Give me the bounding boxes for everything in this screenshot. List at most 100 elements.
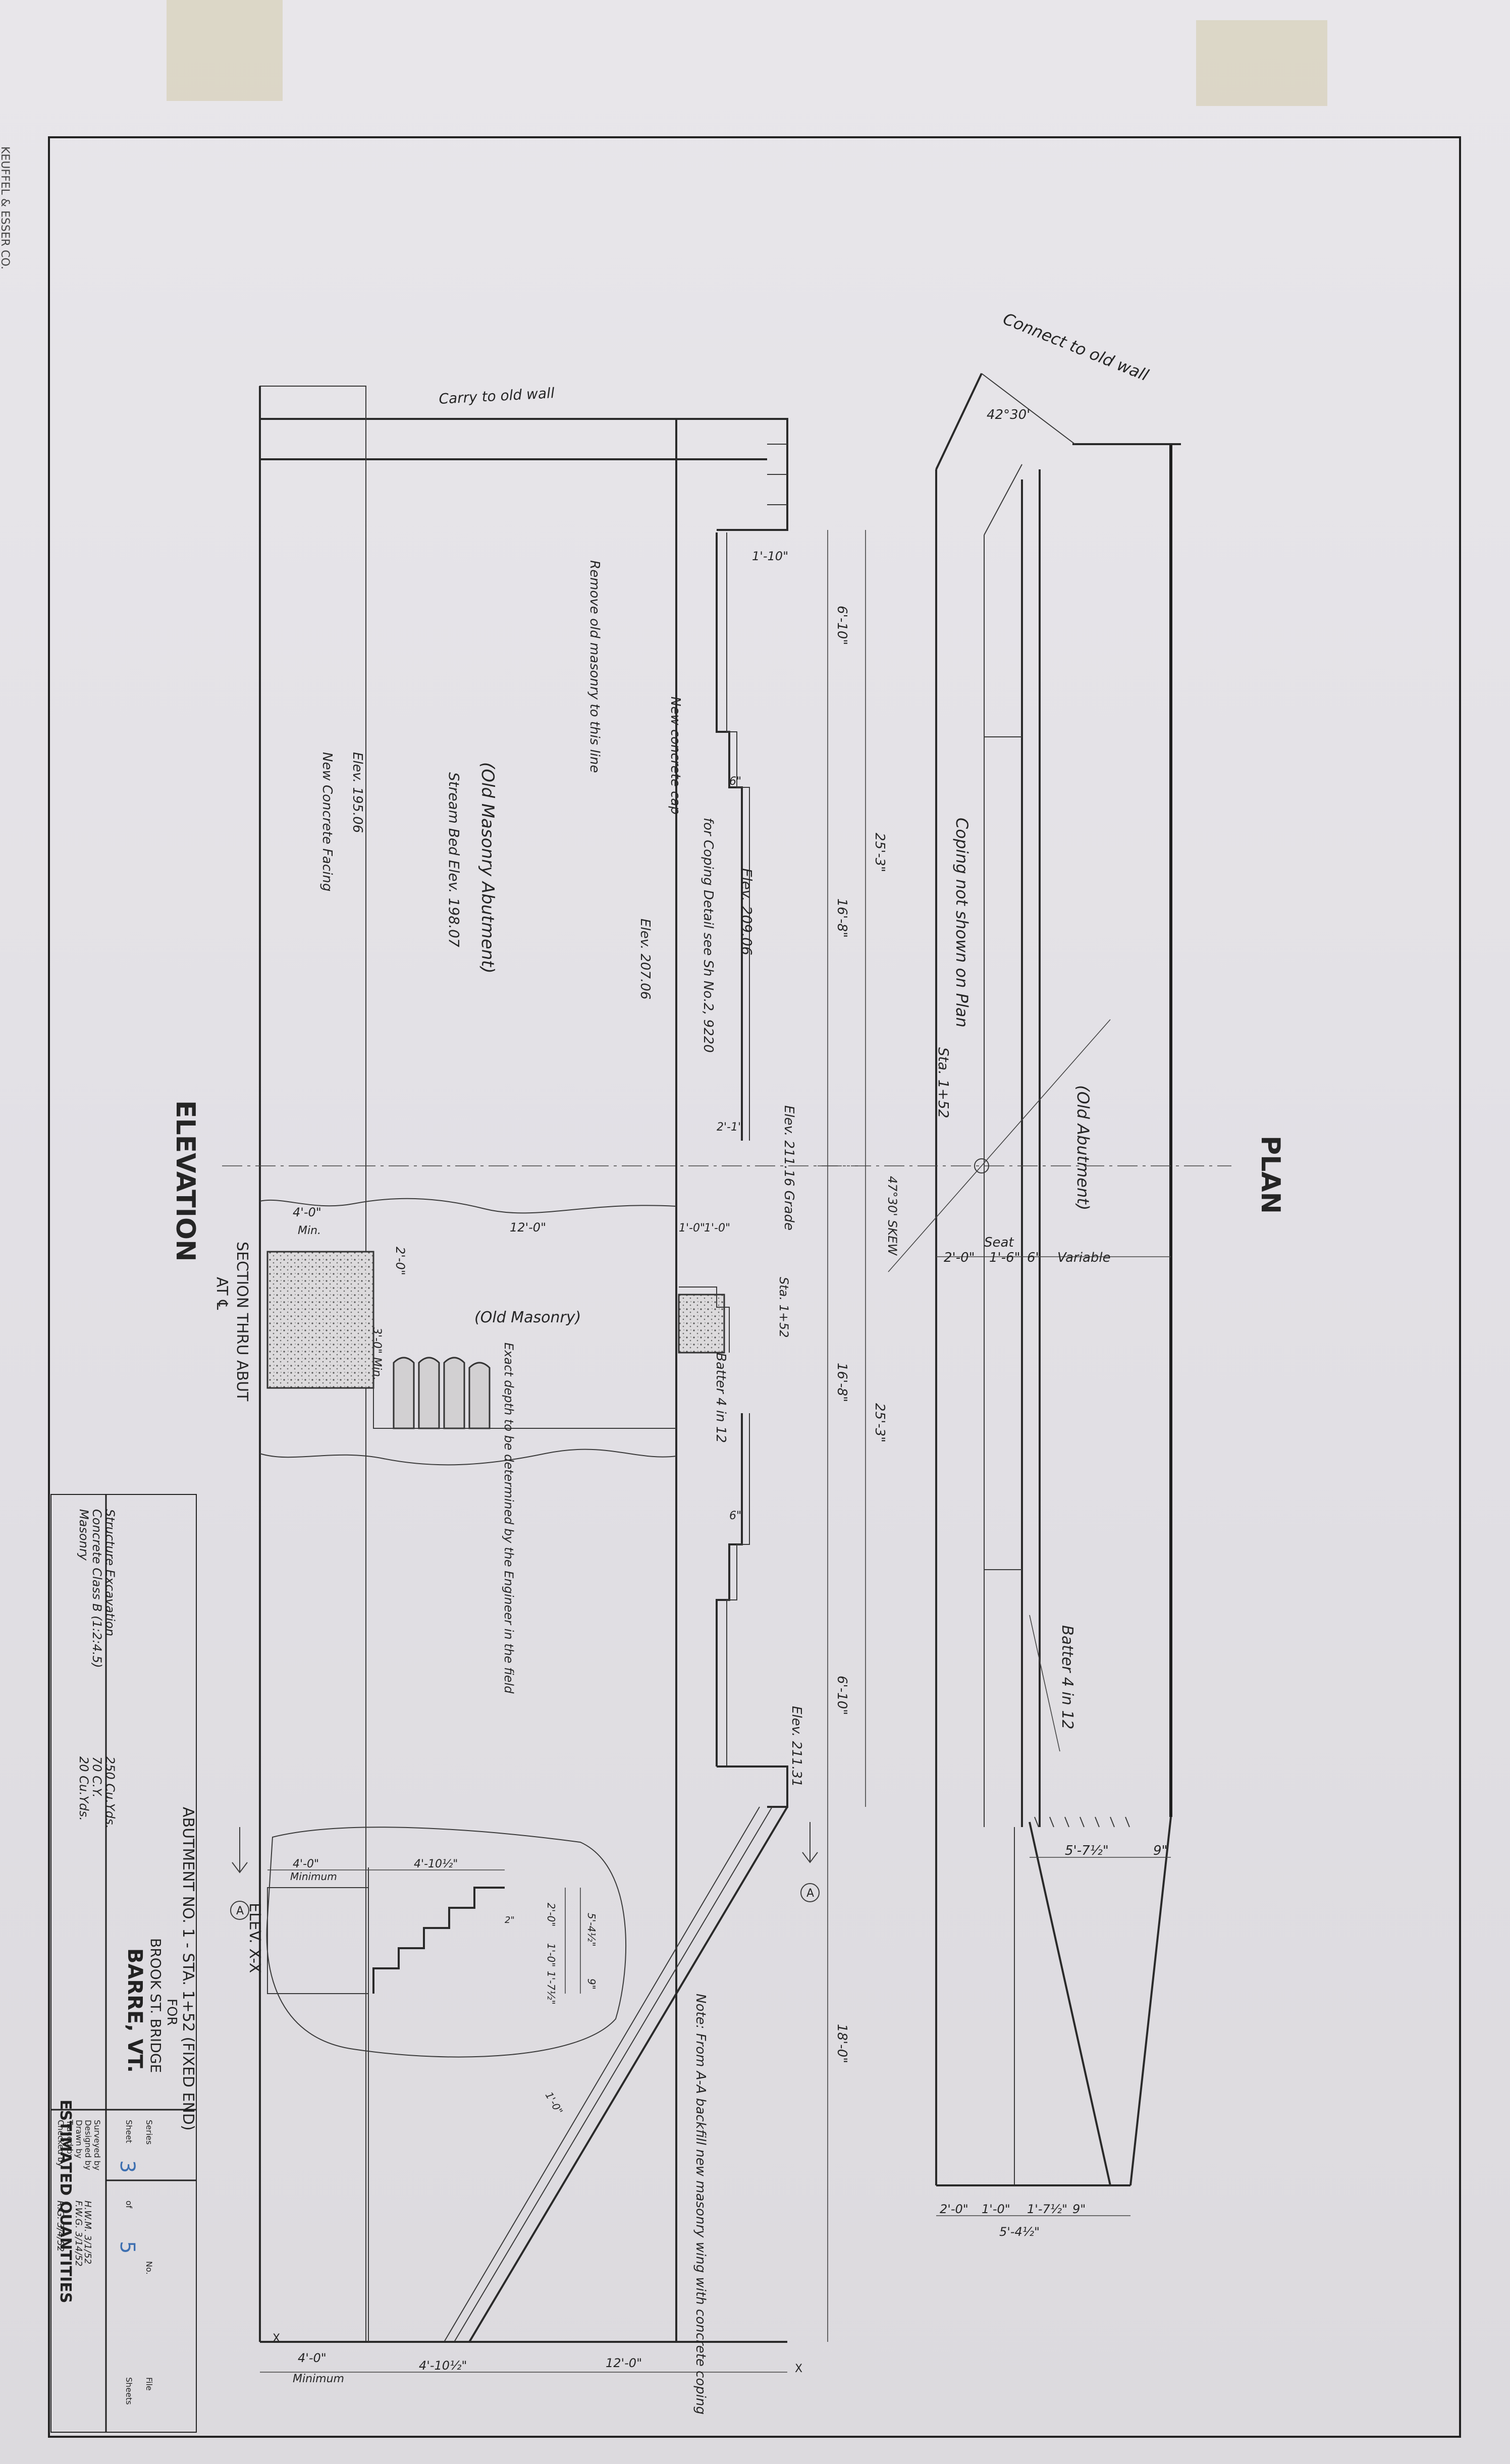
quantities-row-2-item: Concrete Class B (1:2:4.5) [90, 1509, 104, 1668]
section-a-label-bottom: A [806, 1887, 814, 1900]
elev-211-31: Elev. 211.31 [789, 1706, 804, 1787]
title-block-frame [50, 1494, 197, 2433]
elev-stepped-face-top [716, 532, 743, 1141]
section-a-arrow-bottom [802, 1822, 818, 1863]
plan-line-top2 [981, 373, 1075, 445]
elev-dim-mid-1: 4'-0" [293, 1205, 321, 1219]
quantities-row-3-item: Structure Excavation [103, 1509, 117, 1636]
elev-dim-mid-2: Min. [298, 1224, 321, 1237]
elev-xx-dim-6: 1'-7½" [545, 1971, 557, 2005]
elev-xx-block [267, 1887, 369, 1994]
elev-dim-mid-6: 2'-0" [393, 1247, 407, 1275]
section-a-marker-bottom [800, 1883, 820, 1902]
plan-old-abutment: (Old Abutment) [1073, 1085, 1093, 1210]
elev-old-masonry-abutment: (Old Masonry Abutment) [477, 762, 498, 974]
quantities-row-2-qty: 70 C.Y. [90, 1756, 104, 1798]
elev-dim-low-3: 6'-10" [834, 1676, 849, 1715]
title-line-1: ABUTMENT NO. 1 - STA. 1+52 (FIXED END) [179, 1807, 197, 2131]
elev-dim-mid-4: 1'-0" [679, 1222, 705, 1235]
elev-xx-dim-8: 9" [585, 1978, 598, 1990]
traced-label: Traced by [65, 2120, 75, 2159]
elev-stepped-face-bottom2 [726, 1413, 750, 1766]
quantities-row-1-item: Masonry [77, 1509, 91, 1561]
elev-carry-old-wall: Carry to old wall [439, 385, 555, 407]
elevation-title: ELEVATION [170, 1100, 200, 1262]
plan-dim-2-0: 2'-0" [944, 1250, 975, 1265]
series-label: Series [144, 2120, 154, 2145]
drawn-label: Drawn by [74, 2120, 84, 2159]
elev-dim-low-1: 16'-8" [834, 1363, 849, 1402]
elev-207: Elev. 207.06 [637, 919, 653, 999]
sheet-label: Sheet [124, 2120, 134, 2144]
elev-stepped-face-top2 [726, 532, 750, 1141]
elev-stepped-face-bottom [716, 1413, 743, 1766]
elev-break-top [259, 1198, 677, 1214]
plan-seat: Seat [984, 1235, 1014, 1250]
sheets-total: 5 [116, 2241, 139, 2254]
plan-coping-not-shown: Coping not shown on Plan [952, 818, 972, 1028]
elev-exact-depth: Exact depth to be determined by the Engi… [502, 1343, 516, 1694]
elev-xx-dim-10: 1'-0" [543, 2090, 565, 2117]
plan-dim-5-7half: 5'-7½" [1065, 1843, 1109, 1858]
elev-xx-dim-3: 4'-10½" [414, 1858, 458, 1870]
quantities-row-1-qty: 20 Cu.Yds. [77, 1756, 91, 1821]
section-concrete-left [266, 1251, 374, 1389]
file-label: File [144, 2377, 154, 2391]
section-thru-abut-1: SECTION THRU ABUT [233, 1242, 251, 1402]
section-masonry-body [373, 1252, 676, 1429]
plan-sta: Sta. 1+52 [935, 1047, 952, 1118]
elev-dim-low-4: 6" [729, 1510, 741, 1522]
section-a-arrow-top [232, 1827, 248, 1873]
plan-variable: Variable [1057, 1250, 1111, 1265]
section-a-label-top: A [236, 1905, 244, 1917]
section-concrete-right [678, 1294, 725, 1354]
elev-xx-dim-2: Minimum [290, 1870, 337, 1883]
elev-new-concrete-cap: New concrete cap [668, 697, 683, 815]
plan-batter-leader [1029, 1615, 1060, 1752]
elev-break-bottom [259, 1449, 677, 1466]
elev-xx-dim-9: 2" [505, 1915, 515, 1925]
plan-skew: 47°30' SKEW [885, 1176, 899, 1256]
elev-old-masonry: (Old Masonry) [474, 1309, 581, 1326]
elev-dim-bottom-2: Minimum [293, 2373, 344, 2385]
plan-center-mark [974, 1158, 989, 1173]
elev-dim-low-2: 25'-3" [872, 1403, 887, 1442]
checked-value: R.G. 3/4/52 [55, 2201, 66, 2252]
elevation-view [222, 386, 866, 2373]
no-label: No. [144, 2261, 154, 2275]
elev-dim-top-1: 1'-10" [752, 549, 788, 563]
plan-connect-old-wall: Connect to old wall [1000, 309, 1151, 385]
elev-wing-diagonal3 [444, 1806, 760, 2342]
plan-dim-1-6: 1'-6" [989, 1250, 1020, 1265]
section-footing-bumps [393, 1357, 491, 1429]
elev-old-wall-block [259, 386, 366, 460]
tape-piece-right [1196, 20, 1327, 106]
elev-dim-top-2: 6'-10" [834, 606, 849, 645]
elev-xx-dim-5: 1'-0" [545, 1943, 557, 1967]
plan-skew-line [888, 1019, 1111, 1272]
elev-195: Elev. 195.06 [350, 752, 365, 833]
section-thru-abut-2: AT ℄ [213, 1277, 231, 1310]
x-mark-top: X [273, 2332, 280, 2345]
sheet-number: 3 [116, 2160, 139, 2173]
plan-batter-ticks [1034, 1816, 1130, 1828]
elev-wing-diagonal2 [454, 1806, 773, 2342]
checked-label: Checked by [56, 2120, 66, 2167]
elev-dim-low-5: 18'-0" [834, 2024, 849, 2063]
elev-xx-label: ELEV. X-X [246, 1903, 263, 1973]
sheets-label: Sheets [124, 2377, 134, 2405]
elev-new-concrete-facing: New Concrete Facing [319, 752, 335, 891]
elev-dim-top-5: 6" [729, 775, 741, 788]
quantities-row-3-qty: 250 Cu.Yds. [103, 1756, 117, 1829]
designed-value: H.W.M. 3/1/52 [82, 2201, 93, 2265]
plan-angle-top: 42°30' [987, 407, 1030, 422]
plan-wing-lower1 [1029, 1822, 1111, 2186]
plan-bottom-dim-4: 9" [1072, 2202, 1086, 2216]
elev-note-bottom: Note: From A-A backfill new masonry wing… [693, 1994, 708, 2415]
elev-dim-bottom-1: 4'-0" [298, 2351, 327, 2365]
title-line-3: BROOK ST. BRIDGE [147, 1938, 164, 2073]
plan-batter: Batter 4 in 12 [1058, 1625, 1076, 1730]
plan-bottom-total: 5'-4½" [999, 2225, 1040, 2239]
plan-view [818, 373, 1231, 2216]
elev-209: Elev. 209.06 [738, 868, 755, 955]
